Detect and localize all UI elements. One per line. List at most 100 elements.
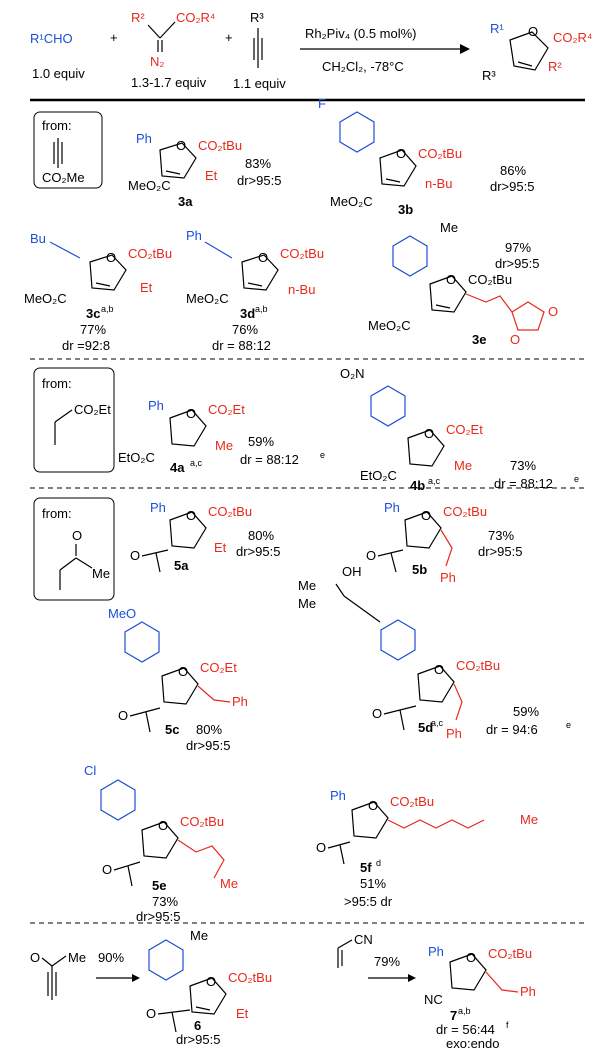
compound-6: Me O CO₂tBu Et O 6 dr>95:5 — [146, 928, 272, 1047]
diazo-n2: N₂ — [150, 54, 164, 69]
svg-text:CO₂Et: CO₂Et — [446, 422, 483, 437]
plus-sign-2: + — [225, 30, 233, 45]
section-alkynoate: from: CO₂Me Ph O CO₂tBu Et MeO₂C 3a 83% … — [24, 96, 558, 353]
product-ring-o: O — [528, 24, 538, 39]
svg-text:Ph: Ph — [520, 984, 536, 999]
product-ester: CO₂R⁴ — [553, 30, 593, 45]
svg-text:83%: 83% — [245, 156, 271, 171]
svg-text:a,b: a,b — [458, 1006, 471, 1016]
svg-text:O: O — [178, 664, 188, 679]
diazo-r2: R² — [131, 10, 145, 25]
svg-text:Ph: Ph — [384, 500, 400, 515]
svg-text:CO₂Et: CO₂Et — [200, 660, 237, 675]
svg-text:Ph: Ph — [232, 694, 248, 709]
svg-text:CO₂tBu: CO₂tBu — [468, 272, 512, 287]
box-from-label-3: from: — [42, 506, 72, 521]
svg-text:O: O — [372, 706, 382, 721]
svg-text:O: O — [424, 426, 434, 441]
svg-text:5a: 5a — [174, 558, 189, 573]
svg-text:O: O — [466, 950, 476, 965]
svg-text:51%: 51% — [360, 876, 386, 891]
reagent-box-3 — [33, 497, 115, 601]
svg-text:O: O — [30, 950, 40, 965]
svg-text:dr = 88:12: dr = 88:12 — [212, 338, 271, 353]
svg-text:dr>95:5: dr>95:5 — [186, 738, 230, 753]
svg-text:O: O — [446, 272, 456, 287]
svg-text:5c: 5c — [165, 722, 179, 737]
svg-text:CO₂tBu: CO₂tBu — [180, 814, 224, 829]
svg-text:F: F — [318, 96, 326, 111]
svg-text:4b: 4b — [410, 478, 425, 493]
svg-text:>95:5 dr: >95:5 dr — [344, 894, 393, 909]
svg-text:3b: 3b — [398, 202, 413, 217]
svg-text:Et: Et — [236, 1006, 249, 1021]
svg-text:Me: Me — [215, 438, 233, 453]
svg-text:O: O — [316, 840, 326, 855]
svg-text:4a: 4a — [170, 460, 185, 475]
svg-text:MeO₂C: MeO₂C — [330, 194, 373, 209]
svg-text:Ph: Ph — [330, 788, 346, 803]
svg-text:dr = 56:44: dr = 56:44 — [436, 1022, 495, 1037]
svg-text:e: e — [574, 474, 579, 484]
compound-7: Ph O CO₂tBu Ph NC 7 a,b dr = 56:44 f exo… — [424, 944, 536, 1049]
svg-text:a,c: a,c — [431, 718, 444, 728]
box-from-label-2: from: — [42, 376, 72, 391]
svg-text:CO₂tBu: CO₂tBu — [198, 138, 242, 153]
svg-text:dr =92:8: dr =92:8 — [62, 338, 110, 353]
svg-text:a,c: a,c — [428, 476, 441, 486]
svg-text:5e: 5e — [152, 878, 166, 893]
svg-text:NC: NC — [424, 992, 443, 1007]
svg-text:O: O — [421, 508, 431, 523]
section-enone: from: O Me Ph O CO₂tBu Et O 5a 80% dr>95… — [33, 497, 571, 924]
svg-text:O: O — [186, 406, 196, 421]
compound-3e: Me O CO₂tBu O O MeO₂C 3e 97% dr>95:5 — [368, 220, 558, 347]
box-reagent-2: CO₂Et — [74, 402, 111, 417]
general-reaction: R¹CHO 1.0 equiv + R² CO₂R⁴ N₂ 1.3-1.7 eq… — [30, 10, 593, 91]
svg-text:86%: 86% — [500, 163, 526, 178]
svg-text:Me: Me — [68, 950, 86, 965]
svg-text:Ph: Ph — [440, 570, 456, 585]
aldehyde-equiv: 1.0 equiv — [32, 66, 85, 81]
svg-text:Bu: Bu — [30, 231, 46, 246]
box-from-label-1: from: — [42, 118, 72, 133]
svg-text:e: e — [320, 450, 325, 460]
svg-text:CO₂tBu: CO₂tBu — [456, 658, 500, 673]
svg-text:Me: Me — [454, 458, 472, 473]
svg-text:O: O — [130, 548, 140, 563]
svg-text:CO₂Et: CO₂Et — [208, 402, 245, 417]
svg-text:O: O — [548, 304, 558, 319]
svg-text:3a: 3a — [178, 194, 193, 209]
svg-text:a,c: a,c — [190, 458, 203, 468]
svg-text:3d: 3d — [240, 306, 255, 321]
svg-text:d: d — [376, 858, 381, 868]
svg-text:MeO₂C: MeO₂C — [128, 178, 171, 193]
svg-text:MeO₂C: MeO₂C — [368, 318, 411, 333]
svg-text:dr>95:5: dr>95:5 — [490, 179, 534, 194]
svg-text:Me: Me — [92, 566, 110, 581]
compound-3a: Ph O CO₂tBu Et MeO₂C 3a 83% dr>95:5 — [128, 131, 281, 209]
svg-text:OH: OH — [342, 564, 362, 579]
svg-text:Et: Et — [140, 280, 153, 295]
svg-text:59%: 59% — [248, 434, 274, 449]
svg-text:dr = 88:12: dr = 88:12 — [494, 476, 553, 491]
compound-3c: Bu O CO₂tBu Et MeO₂C 3c a,b 77% dr =92:8 — [24, 231, 172, 353]
svg-text:3e: 3e — [472, 332, 486, 347]
svg-text:Me: Me — [298, 596, 316, 611]
compound-5a: Ph O CO₂tBu Et O 5a 80% dr>95:5 — [130, 500, 280, 573]
svg-text:f: f — [506, 1020, 509, 1030]
svg-text:O: O — [396, 146, 406, 161]
diazo-equiv: 1.3-1.7 equiv — [131, 75, 207, 90]
svg-text:MeO₂C: MeO₂C — [24, 291, 67, 306]
svg-text:73%: 73% — [488, 528, 514, 543]
svg-text:CO₂tBu: CO₂tBu — [418, 146, 462, 161]
svg-text:n-Bu: n-Bu — [425, 176, 452, 191]
compound-5d: OH Me Me O CO₂tBu Ph O 5d a,c 59% dr = 9… — [298, 564, 571, 741]
svg-text:O: O — [118, 708, 128, 723]
aldehyde-label: R¹CHO — [30, 31, 73, 46]
reagent-box-2 — [33, 367, 115, 473]
svg-text:dr>95:5: dr>95:5 — [136, 909, 180, 924]
svg-text:O: O — [158, 818, 168, 833]
svg-text:dr>95:5: dr>95:5 — [478, 544, 522, 559]
svg-text:6: 6 — [194, 1018, 201, 1033]
svg-text:Ph: Ph — [186, 228, 202, 243]
